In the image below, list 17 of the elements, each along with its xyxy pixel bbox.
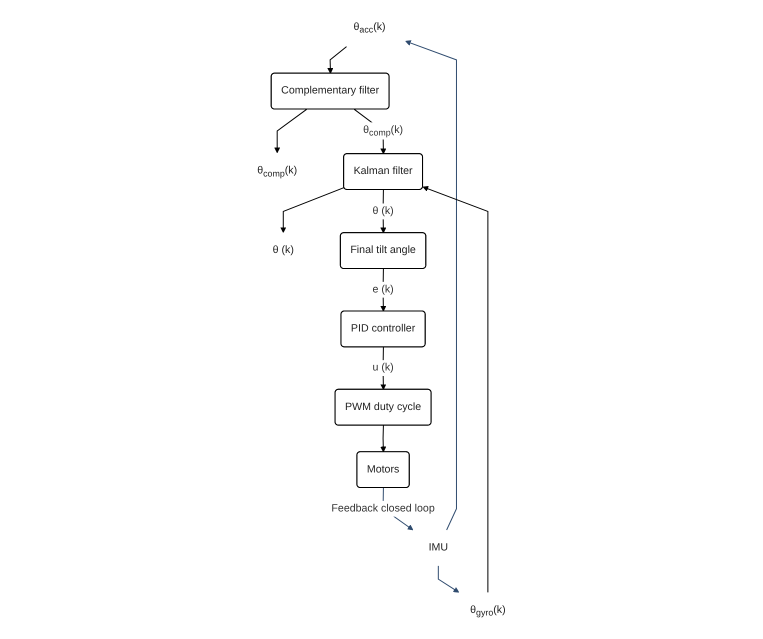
edge-label: u (k) — [372, 362, 394, 374]
arrow — [274, 108, 308, 154]
edge-label: e (k) — [372, 284, 394, 296]
arrow — [327, 46, 348, 74]
arrow — [280, 187, 345, 233]
arrow — [405, 40, 458, 530]
arrow — [422, 186, 488, 593]
arrow — [438, 565, 460, 593]
node-text: IMU — [428, 542, 448, 554]
edge-label: θ$_{comp}$(k) — [363, 124, 404, 138]
edge-label: θ (k) — [372, 205, 394, 217]
node-text: θ$_{acc}$(k) — [354, 21, 386, 35]
arrow — [380, 424, 386, 452]
node-text: θ$_{comp}$(k) — [257, 164, 298, 178]
node-text: θ (k) — [272, 244, 294, 256]
edge-label: Feedback closed loop — [331, 502, 435, 514]
node-text: θ$_{gyro}$(k) — [470, 604, 506, 618]
